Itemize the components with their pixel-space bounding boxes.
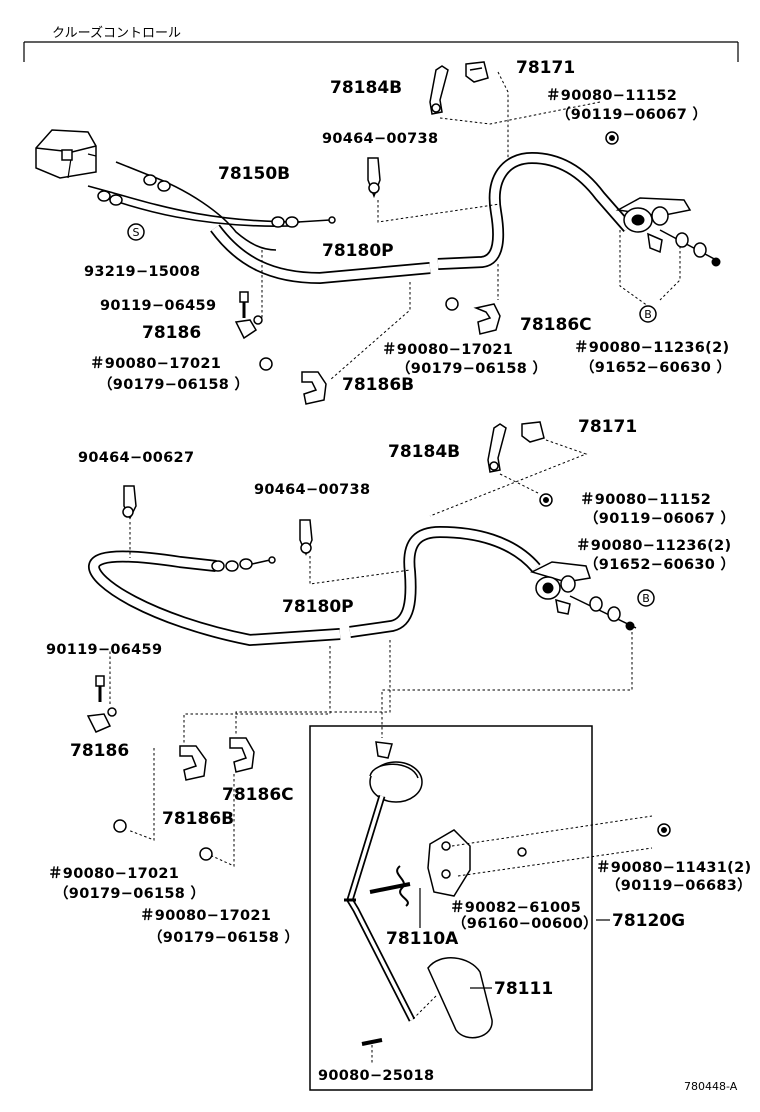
mid-dashed-leaders — [109, 439, 633, 867]
bolt-90080-11431 — [657, 823, 671, 837]
label-78186c-top: 78186C — [520, 315, 592, 335]
bolt-90119-06459-top — [239, 291, 249, 318]
label-91652-60630-top: （91652−60630 ） — [580, 358, 731, 376]
label-90080-17021-bot-a: ＃90080−17021 — [48, 866, 179, 882]
bracket-78186c-mid — [229, 737, 255, 773]
label-78186-mid: 78186 — [70, 741, 129, 761]
b-marker-mid: B — [637, 589, 655, 607]
clip-78186-top — [234, 315, 263, 340]
b-marker-top: B — [639, 305, 657, 323]
label-78111: 78111 — [494, 979, 553, 999]
label-90080-17021-bot-b: ＃90080−17021 — [140, 908, 271, 924]
clip-78171-top — [465, 61, 489, 83]
bolt-90080-11152-top — [605, 131, 619, 145]
label-78184b-top: 78184B — [330, 78, 402, 98]
cable-78150b — [87, 161, 336, 251]
label-90082-61005: ＃90082−61005 — [450, 900, 581, 916]
label-90179-06158-bot-a: （90179−06158 ） — [54, 884, 205, 902]
label-90179-06158-top-b: （90179−06158 ） — [396, 359, 547, 377]
label-78184b-mid: 78184B — [388, 442, 460, 462]
label-91652-60630-mid: （91652−60630 ） — [584, 555, 735, 573]
clip-78171-mid — [521, 421, 545, 443]
label-90464-00627: 90464−00627 — [78, 450, 194, 466]
label-90119-06683: （90119−06683） — [606, 876, 752, 894]
clamp-90464-00627 — [122, 485, 137, 520]
bracket-78186b-mid — [179, 745, 207, 781]
label-90119-06067-mid: （90119−06067 ） — [584, 509, 735, 527]
clamp-90464-00738-top — [367, 157, 381, 199]
svg-text:S: S — [133, 226, 140, 239]
pedal-box — [309, 725, 593, 1091]
bracket-78184b-top — [429, 65, 449, 115]
label-90464-00738-mid: 90464−00738 — [254, 482, 370, 498]
label-90119-06459-top: 90119−06459 — [100, 298, 216, 314]
pedal-bracket-78110a — [369, 829, 527, 907]
label-90080-11236-mid: ＃90080−11236(2) — [576, 538, 731, 554]
bracket-78184b-mid — [487, 423, 507, 473]
label-78186-top: 78186 — [142, 323, 201, 343]
pedal-pad-78111 — [427, 957, 493, 1039]
bolt-90080-11152-mid — [539, 493, 553, 507]
clamp-90464-00738-mid — [299, 519, 313, 556]
label-78186b-mid: 78186B — [162, 809, 234, 829]
label-90080-17021-top-b: ＃90080−17021 — [382, 342, 513, 358]
label-90080-11152-mid: ＃90080−11152 — [580, 492, 711, 508]
label-90080-25018: 90080−25018 — [318, 1068, 434, 1084]
nut-90080-17021-mid-a — [113, 819, 127, 833]
pedal-arm — [344, 741, 423, 1022]
cable-78180p-top — [210, 151, 633, 285]
cruise-actuator — [35, 129, 97, 179]
label-78180p-mid: 78180P — [282, 597, 354, 617]
label-90080-17021-top-a: ＃90080−17021 — [90, 356, 221, 372]
label-90464-00738-top: 90464−00738 — [322, 131, 438, 147]
label-96160-00600: （96160−00600） — [452, 914, 598, 932]
top-dashed-leaders — [261, 71, 681, 381]
bracket-78186b-top — [301, 371, 327, 405]
diagram-title: クルーズコントロール — [52, 25, 181, 41]
label-90179-06158-top-a: （90179−06158 ） — [98, 375, 249, 393]
throttle-bracket-top — [615, 197, 721, 267]
label-90119-06459-mid: 90119−06459 — [46, 642, 162, 658]
label-78171-mid: 78171 — [578, 417, 637, 437]
label-78180p-top: 78180P — [322, 241, 394, 261]
label-78186c-mid: 78186C — [222, 785, 294, 805]
nut-90080-17021-top-a — [259, 357, 273, 371]
label-90119-06067-top: （90119−06067 ） — [556, 105, 707, 123]
labels: 78184B 78171 ＃90080−11152 （90119−06067 ）… — [46, 58, 752, 1093]
label-93219-15008: 93219−15008 — [84, 264, 200, 280]
svg-text:B: B — [644, 308, 652, 321]
pedal-leaders — [371, 815, 653, 1064]
clip-78186-mid — [86, 707, 117, 733]
title-frame — [23, 41, 739, 62]
bolt-90119-06459-mid — [95, 675, 105, 702]
throttle-bracket-mid — [529, 561, 637, 631]
ref-code: 780448-A — [684, 1080, 738, 1093]
nut-90080-17021-mid-b — [199, 847, 213, 861]
label-90179-06158-bot-b: （90179−06158 ） — [148, 928, 299, 946]
cable-78180p-mid — [88, 525, 541, 647]
label-78186b-top: 78186B — [342, 375, 414, 395]
label-90080-11152-top: ＃90080−11152 — [546, 88, 677, 104]
label-90080-11431: ＃90080−11431(2) — [596, 860, 751, 876]
svg-text:B: B — [642, 592, 650, 605]
label-78120g: 78120G — [612, 911, 685, 931]
label-90080-11236-top: ＃90080−11236(2) — [574, 340, 729, 356]
s-marker: S — [127, 223, 145, 241]
label-78171-top: 78171 — [516, 58, 575, 78]
label-78110a: 78110A — [386, 929, 459, 949]
nut-90080-17021-top-b — [445, 297, 459, 311]
label-78150b: 78150B — [218, 164, 290, 184]
bracket-78186c-top — [473, 303, 501, 335]
